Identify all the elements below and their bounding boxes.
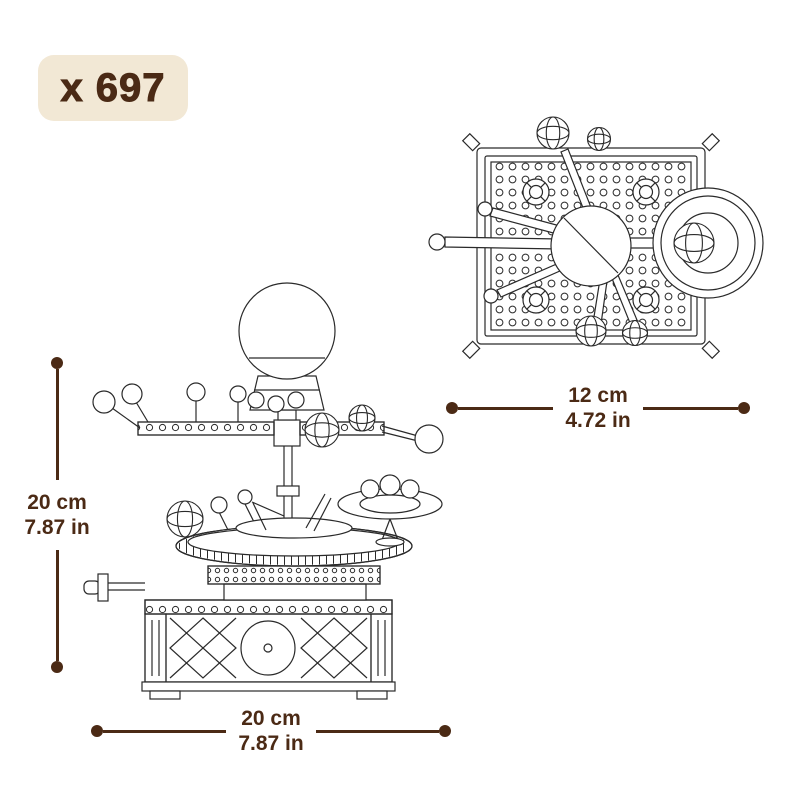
dimension-line [458, 406, 554, 410]
planet-spheres-mid [165, 489, 253, 539]
base-width-dimension: 12 cm 4.72 in [446, 376, 750, 440]
dimension-endpoint-dot [738, 402, 750, 414]
crank-handle [83, 573, 145, 602]
width-dimension: 20 cm 7.87 in [91, 699, 451, 763]
dimension-line [103, 729, 227, 733]
dimension-endpoint-dot [446, 402, 458, 414]
saturn-stand [337, 474, 443, 547]
base-width-metric: 12 cm [568, 384, 628, 407]
dimension-line [55, 369, 59, 480]
dimension-endpoint-dot [51, 661, 63, 673]
dimension-line [55, 550, 59, 661]
deck-beams [207, 565, 381, 601]
dimension-line [642, 406, 738, 410]
sun-sphere-top [550, 205, 632, 287]
piece-count-badge: x 697 [38, 55, 188, 121]
top-view-drawing [428, 116, 764, 360]
sun-mount-bracket [247, 375, 325, 421]
sun-sphere [238, 282, 336, 380]
height-dimension: 20 cm 7.87 in [19, 357, 95, 673]
height-metric: 20 cm [27, 491, 87, 514]
dimension-endpoint-dot [51, 357, 63, 369]
saturn-rings [652, 187, 764, 299]
piece-count-label: x 697 [60, 65, 166, 110]
dimension-endpoint-dot [439, 725, 451, 737]
base-width-imperial: 4.72 in [565, 409, 631, 432]
width-imperial: 7.87 in [238, 732, 304, 755]
width-dimension-label: 20 cm 7.87 in [238, 706, 303, 756]
height-imperial: 7.87 in [24, 516, 90, 539]
height-dimension-label: 20 cm 7.87 in [24, 490, 89, 540]
base-width-dimension-label: 12 cm 4.72 in [565, 383, 630, 433]
width-metric: 20 cm [241, 707, 301, 730]
corner-feet [461, 132, 721, 360]
planet-arm-assembly [92, 382, 444, 454]
dimension-endpoint-dot [91, 725, 103, 737]
dimension-line [315, 729, 439, 733]
gear-ring-platform [175, 493, 413, 567]
front-view-drawing [83, 282, 444, 700]
base-box [141, 599, 396, 700]
